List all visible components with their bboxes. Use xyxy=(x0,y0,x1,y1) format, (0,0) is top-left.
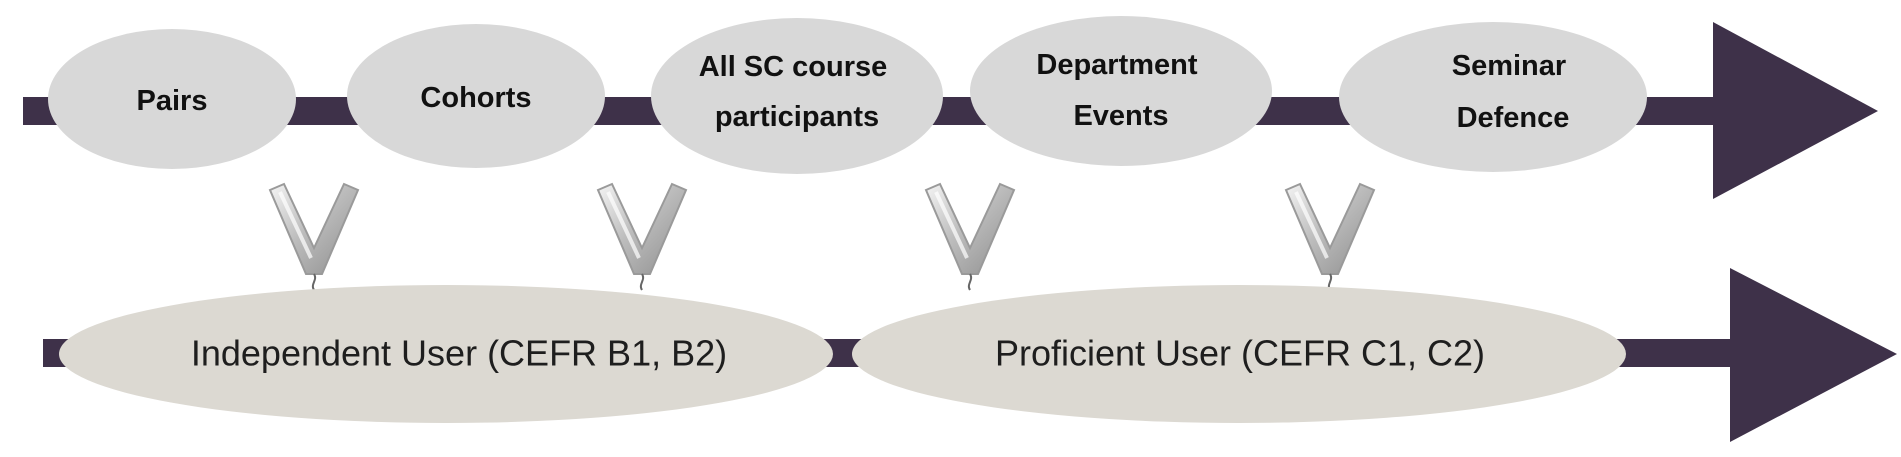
v-balloon-icon xyxy=(596,182,688,291)
stage-group: Pairs Cohorts All SC course participants… xyxy=(48,16,1647,174)
v-balloon-icon xyxy=(268,182,360,291)
stage-ellipse xyxy=(347,24,605,168)
stage-all-sc-course-participants: All SC course participants xyxy=(651,18,943,174)
connector-group xyxy=(268,182,1376,291)
stage-label: Department Events xyxy=(1036,49,1205,132)
level-proficient-user: Proficient User (CEFR C1, C2) xyxy=(852,285,1626,423)
stage-label: Seminar Defence xyxy=(1452,50,1575,134)
v-balloon-icon xyxy=(1284,182,1376,291)
level-independent-user: Independent User (CEFR B1, B2) xyxy=(59,285,833,423)
stage-label: Cohorts xyxy=(420,82,531,114)
stage-cohorts: Cohorts xyxy=(347,24,605,168)
level-group: Independent User (CEFR B1, B2) Proficien… xyxy=(59,285,1626,423)
stage-ellipse xyxy=(651,18,943,174)
level-ellipse xyxy=(59,285,833,423)
stage-department-events: Department Events xyxy=(970,16,1272,166)
stage-ellipse xyxy=(1339,22,1647,172)
level-ellipse xyxy=(852,285,1626,423)
bottom-arrow-head xyxy=(1730,268,1897,442)
level-label: Independent User (CEFR B1, B2) xyxy=(191,333,727,374)
top-arrow-head xyxy=(1713,22,1878,199)
stage-label: Pairs xyxy=(137,85,208,117)
stage-ellipse xyxy=(970,16,1272,166)
stage-ellipse xyxy=(48,29,296,169)
level-label: Proficient User (CEFR C1, C2) xyxy=(995,333,1485,374)
v-balloon-icon xyxy=(924,182,1016,291)
stage-seminar-defence: Seminar Defence xyxy=(1339,22,1647,172)
stage-pairs: Pairs xyxy=(48,29,296,169)
stage-label: All SC course participants xyxy=(699,51,896,133)
